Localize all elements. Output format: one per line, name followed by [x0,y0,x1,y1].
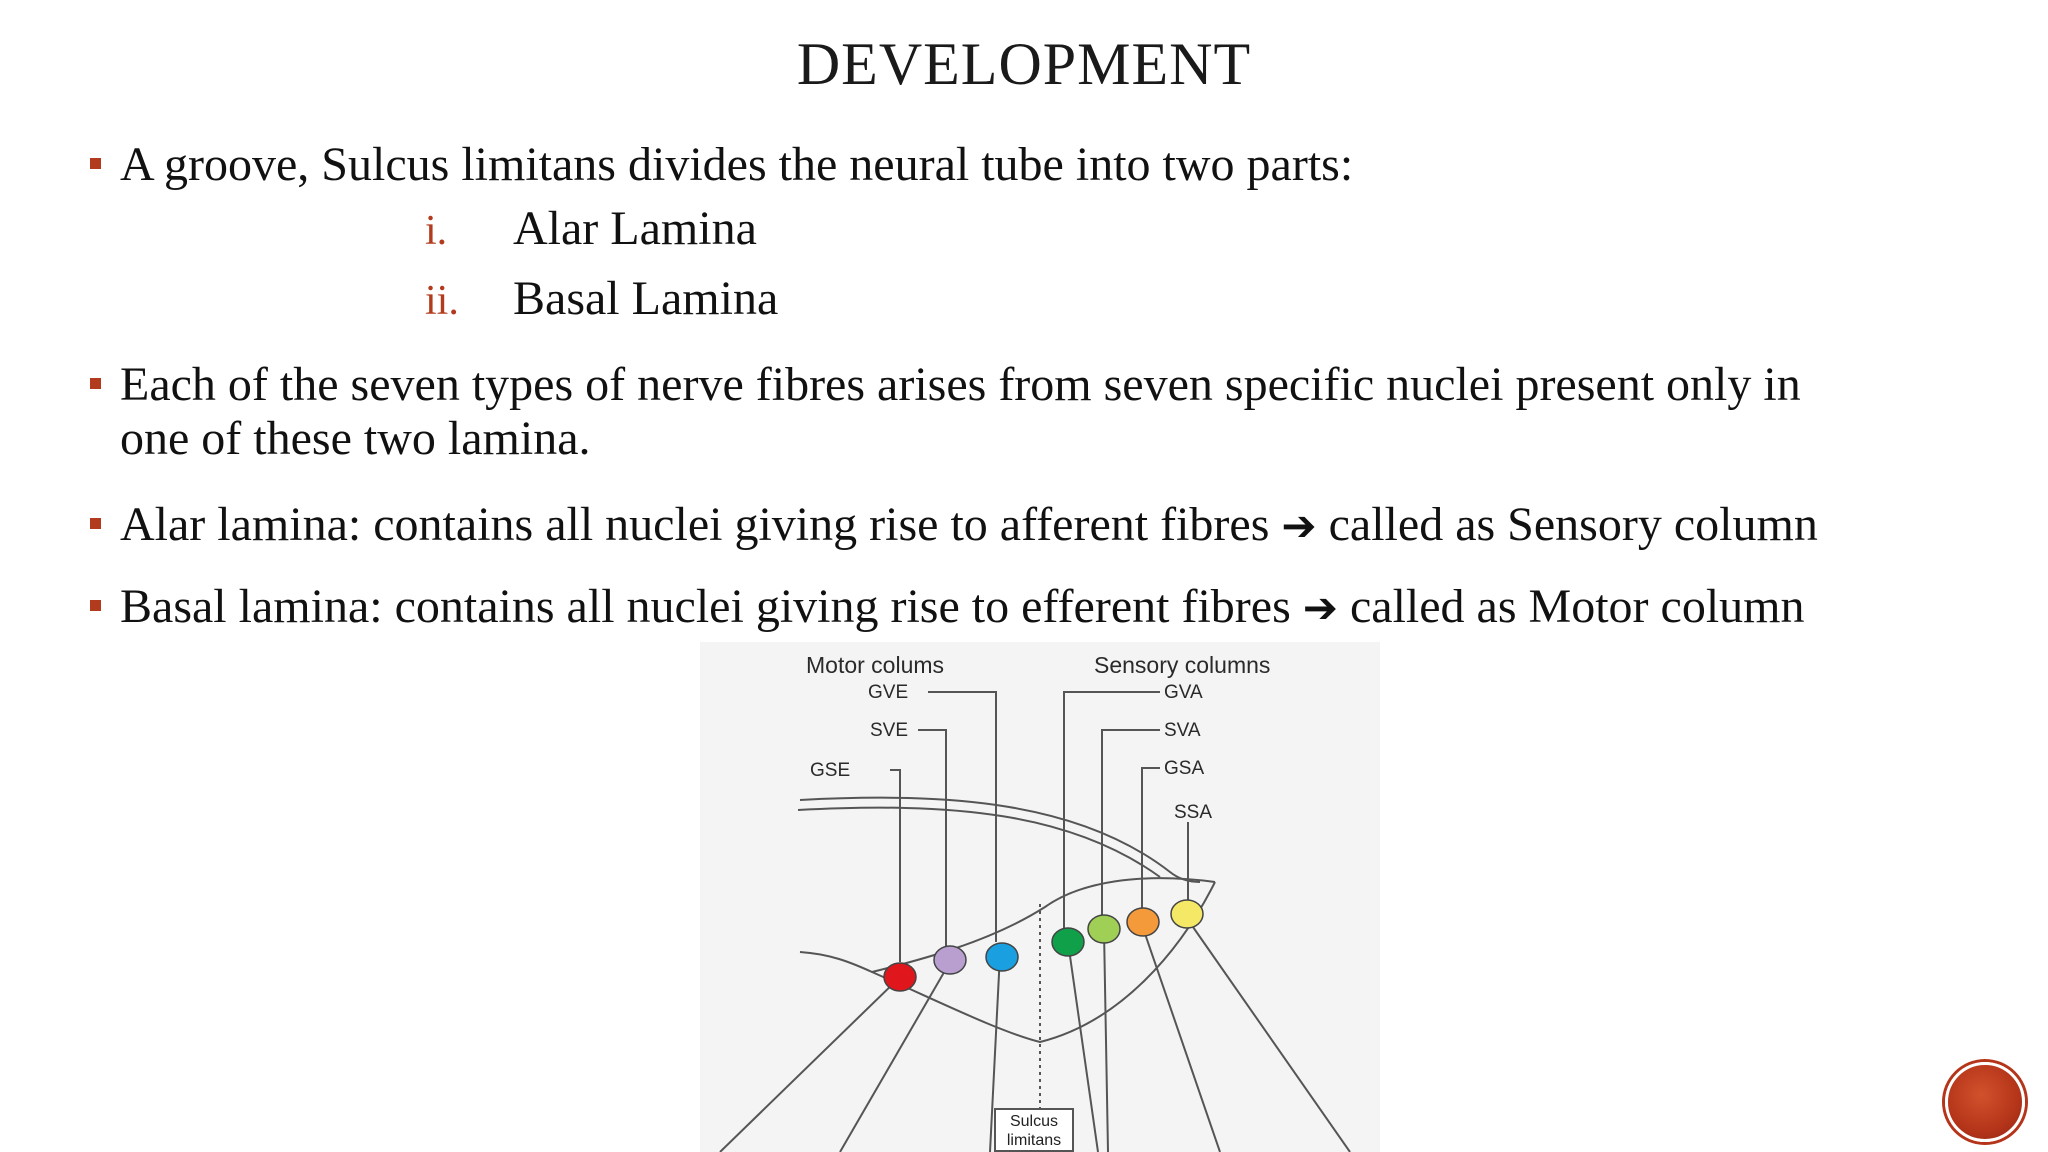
sulcus-limitans-label: Sulcus limitans [994,1108,1074,1152]
bullet-text: Basal lamina: contains all nuclei giving… [90,580,1990,635]
bullet-text: Alar lamina: contains all nuclei giving … [90,498,1990,553]
gsa-nucleus [1126,907,1160,937]
sublist-item-basal: ii. Basal Lamina [425,272,778,328]
bullet-text: A groove, Sulcus limitans divides the ne… [120,138,1354,191]
gva-label: GVA [1164,682,1203,703]
bullet-marker [90,158,101,169]
gva-nucleus [1051,927,1085,957]
bullet-marker [90,378,101,389]
ssa-label: SSA [1174,802,1213,823]
sublist-item-alar: i. Alar Lamina [425,202,757,258]
bullet-text-before: Basal lamina: contains all nuclei giving… [120,580,1291,633]
sublist-label: Alar Lamina [513,202,757,255]
motor-columns-heading: Motor colums [806,652,945,678]
sva-nucleus [1087,914,1121,944]
gse-label: GSE [810,760,851,781]
sensory-columns-heading: Sensory columns [1094,652,1271,678]
sublist-label: Basal Lamina [513,272,779,325]
sublist-number: ii. [425,278,459,324]
bullet-alar-lamina: Alar lamina: contains all nuclei giving … [90,498,1990,553]
bullet-text-line2: one of these two lamina. [120,412,591,465]
ssa-nucleus [1170,899,1204,929]
bullet-sulcus-limitans: A groove, Sulcus limitans divides the ne… [90,138,1990,192]
gse-nucleus [883,962,917,992]
bullet-marker [90,600,101,611]
bullet-basal-lamina: Basal lamina: contains all nuclei giving… [90,580,1990,635]
diagram-drawing [719,691,1351,1152]
sva-label: SVA [1164,720,1201,741]
sublist-number: i. [425,208,448,254]
bullet-nerve-fibres: Each of the seven types of nerve fibres … [90,358,1990,466]
sulcus-label-line1: Sulcus [1009,1113,1059,1130]
arrow-right-icon: ➔ [1302,583,1338,632]
bullet-text-after: called as Motor column [1349,580,1805,633]
next-slide-button[interactable] [1945,1062,2025,1142]
sve-nucleus [933,945,967,975]
gve-nucleus [985,942,1019,972]
sulcus-label-line2: limitans [1006,1132,1062,1149]
arrow-right-icon: ➔ [1281,501,1317,550]
neural-tube-diagram: Motor colums Sensory columns GVE SVE GSE… [700,642,1380,1152]
bullet-text-after: called as Sensory column [1328,498,1818,551]
sve-label: SVE [870,720,909,741]
bullet-text-before: Alar lamina: contains all nuclei giving … [120,498,1270,551]
bullet-text-line1: Each of the seven types of nerve fibres … [120,358,1801,411]
gve-label: GVE [868,682,909,703]
gsa-label: GSA [1164,758,1205,779]
slide-title: DEVELOPMENT [796,31,1252,97]
bullet-marker [90,518,101,529]
